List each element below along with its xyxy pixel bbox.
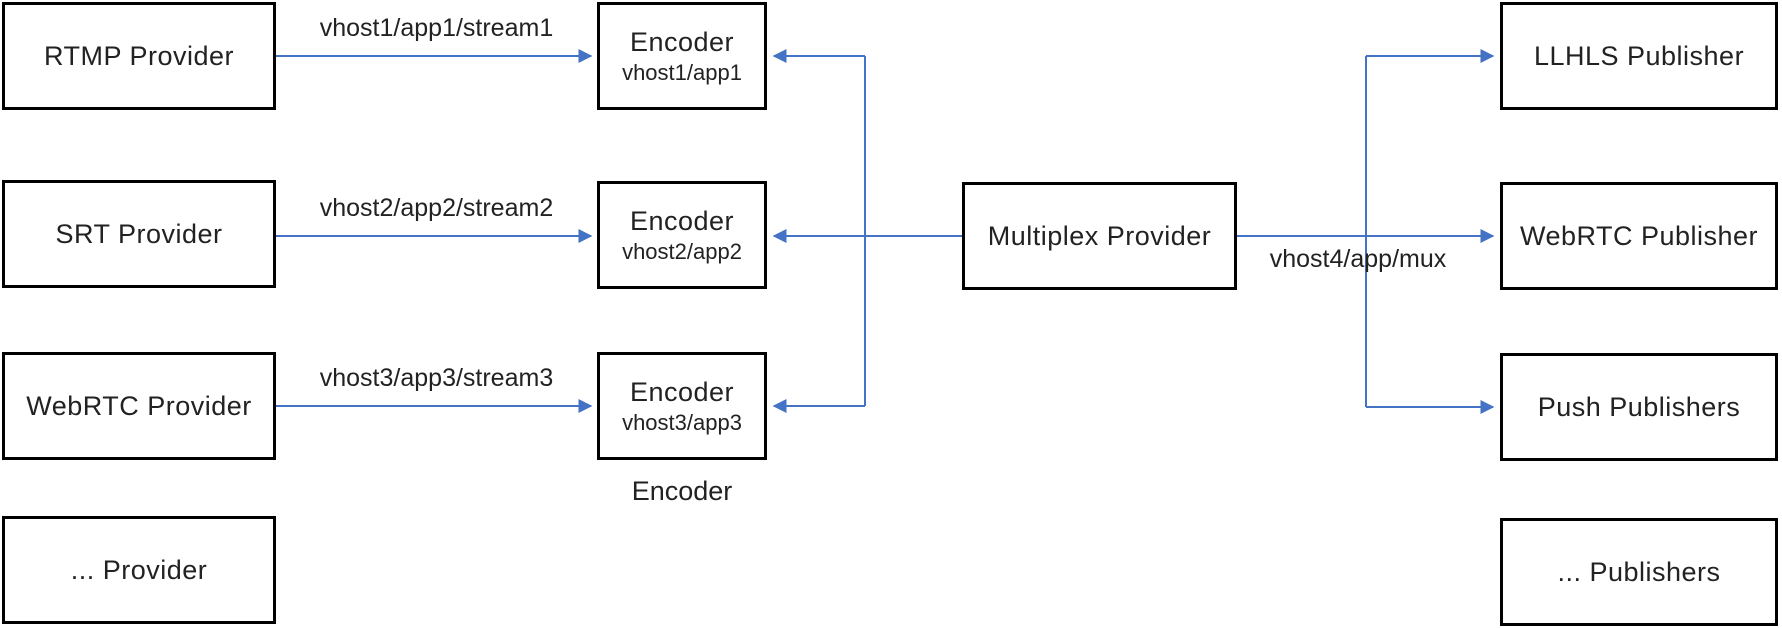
srt-provider-box: SRT Provider	[2, 180, 276, 288]
other-publishers-box: ... Publishers	[1500, 518, 1778, 626]
encoder2-path: vhost2/app2	[622, 239, 742, 264]
rtmp-provider-label: RTMP Provider	[43, 40, 235, 71]
push-publishers-box: Push Publishers	[1500, 353, 1778, 461]
encoder1-title: Encoder	[629, 26, 735, 57]
rtmp-provider-box: RTMP Provider	[2, 2, 276, 110]
stream3-edge-label: vhost3/app3/stream3	[319, 364, 554, 392]
encoder3-title: Encoder	[629, 376, 735, 407]
other-provider-label: ... Provider	[70, 554, 208, 585]
multiplex-provider-label: Multiplex Provider	[987, 220, 1212, 251]
encoder3-path: vhost3/app3	[622, 410, 742, 435]
stream1-edge-label: vhost1/app1/stream1	[319, 14, 554, 42]
mux-output-edge-label: vhost4/app/mux	[1269, 245, 1447, 273]
encoder1-box: Encoder vhost1/app1	[597, 2, 767, 110]
push-publishers-label: Push Publishers	[1537, 391, 1741, 422]
encoder-group-caption: Encoder	[631, 476, 733, 506]
llhls-publisher-box: LLHLS Publisher	[1500, 2, 1778, 110]
other-publishers-label: ... Publishers	[1557, 556, 1721, 587]
webrtc-publisher-label: WebRTC Publisher	[1519, 220, 1759, 251]
other-provider-box: ... Provider	[2, 516, 276, 624]
encoder1-path: vhost1/app1	[622, 60, 742, 85]
webrtc-provider-box: WebRTC Provider	[2, 352, 276, 460]
webrtc-provider-label: WebRTC Provider	[26, 390, 252, 421]
stream2-edge-label: vhost2/app2/stream2	[319, 194, 554, 222]
webrtc-publisher-box: WebRTC Publisher	[1500, 182, 1778, 290]
encoder3-box: Encoder vhost3/app3	[597, 352, 767, 460]
llhls-publisher-label: LLHLS Publisher	[1533, 40, 1745, 71]
encoder2-title: Encoder	[629, 205, 735, 236]
multiplex-provider-box: Multiplex Provider	[962, 182, 1237, 290]
encoder2-box: Encoder vhost2/app2	[597, 181, 767, 289]
srt-provider-label: SRT Provider	[55, 218, 223, 249]
